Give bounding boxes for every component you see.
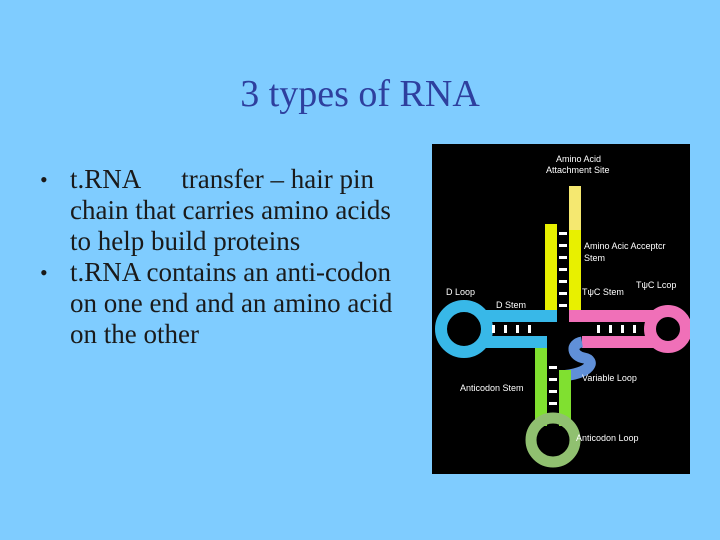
d-loop	[435, 300, 493, 358]
bullet-text-rest: pin chain that carries amino acids to he…	[70, 164, 391, 256]
label-anticodon-stem: Anticodon Stem	[460, 383, 524, 393]
label-acceptor-stem-2: Stem	[584, 253, 605, 263]
bullet-list: • t.RNA transfer – hair pin chain that ca…	[40, 164, 410, 350]
tpc-stem-lower	[582, 336, 654, 348]
label-variable-loop: Variable Loop	[582, 373, 637, 383]
acceptor-base-pairs	[559, 232, 567, 307]
trna-diagram: Amino Acid Attachment Site Amino Acic Ac…	[432, 144, 690, 474]
anticodon-loop	[525, 412, 581, 468]
bullet-dot-icon: •	[40, 260, 48, 285]
label-anticodon-loop: Anticodon Loop	[576, 433, 639, 443]
label-tpc-loop: TψC Lcop	[636, 280, 676, 290]
amino-tail	[569, 186, 581, 234]
bullet-item: • t.RNA transfer – hair pin chain that ca…	[40, 164, 410, 257]
bullet-dot-icon: •	[40, 167, 48, 192]
variable-loop	[559, 336, 596, 382]
tpc-base-pairs	[597, 325, 636, 333]
label-tpc-stem: TψC Stem	[582, 287, 624, 297]
label-d-stem: D Stem	[496, 300, 526, 310]
acceptor-stem-left	[545, 224, 557, 314]
d-stem-lower	[482, 336, 547, 348]
bullet-term: t.RNA	[70, 164, 142, 194]
anticodon-base-pairs	[549, 366, 557, 417]
d-stem-upper	[482, 310, 557, 322]
bullet-text: transfer – hair	[181, 164, 333, 194]
bullet-text: t.RNA contains an anti-codon on one end …	[70, 257, 393, 349]
label-amino-acid: Amino Acid	[556, 154, 601, 164]
d-base-pairs	[492, 325, 531, 333]
page-title: 3 types of RNA	[240, 73, 480, 115]
tpc-stem-upper	[569, 310, 654, 322]
tpc-loop	[644, 305, 690, 353]
acceptor-stem-right	[569, 230, 581, 314]
label-acceptor-stem: Amino Acic Acceptcr	[584, 241, 666, 251]
bullet-item: • t.RNA contains an anti-codon on one en…	[40, 257, 410, 350]
label-attachment-site: Attachment Site	[546, 165, 610, 175]
label-d-loop: D Loop	[446, 287, 475, 297]
trna-structure: Amino Acid Attachment Site Amino Acic Ac…	[435, 154, 690, 468]
anticodon-stem-right	[559, 370, 571, 426]
anticodon-stem-left	[535, 348, 547, 426]
